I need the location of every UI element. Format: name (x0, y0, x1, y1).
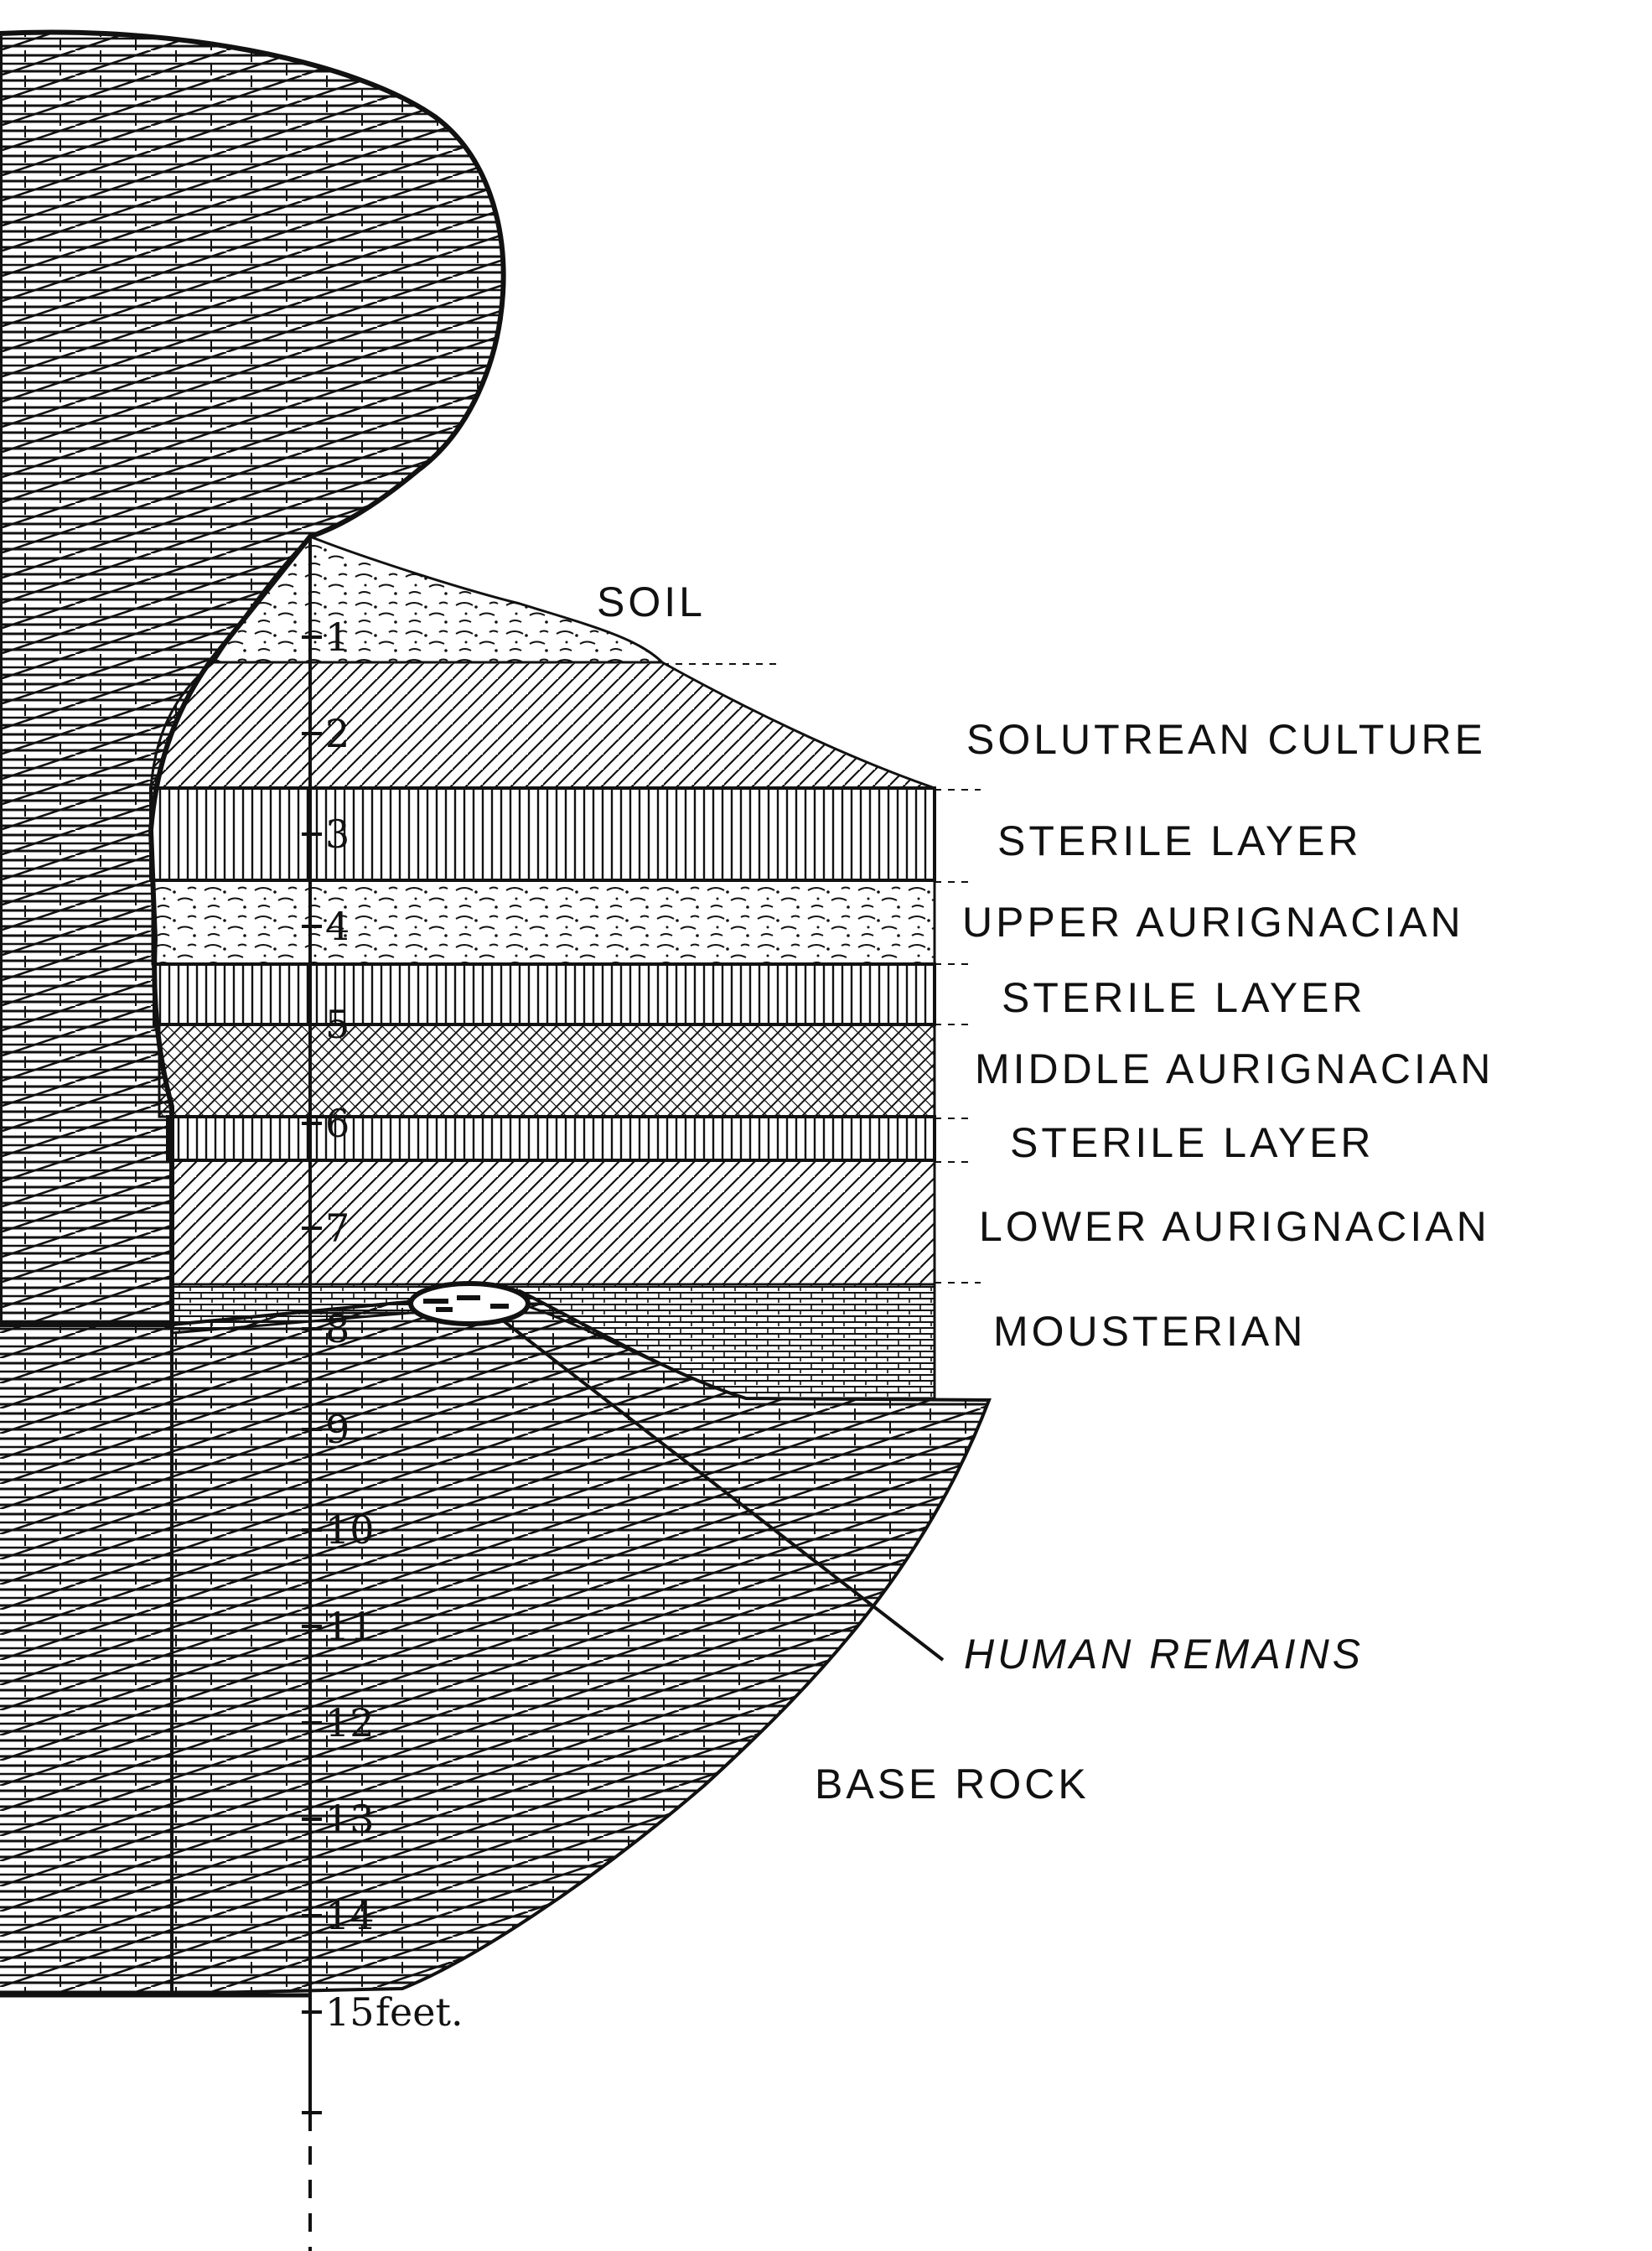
layer-mousterian (170, 1283, 936, 1400)
depth-tick-label: 4 (325, 904, 350, 949)
depth-tick-label: 9 (325, 1407, 350, 1452)
label-sterile-layer-1: STERILE LAYER (997, 817, 1362, 864)
depth-tick-label: 13 (325, 1797, 375, 1842)
depth-tick-label: 8 (325, 1306, 350, 1351)
depth-tick-label: 11 (325, 1604, 375, 1649)
label-middle-aurignacian: MIDDLE AURIGNACIAN (975, 1045, 1494, 1092)
label-human-remains: HUMAN REMAINS (964, 1631, 1364, 1678)
layer-soil (211, 535, 665, 664)
depth-scale-unit: feet. (375, 1989, 463, 2035)
layer-lower-aurignacian (170, 1159, 936, 1286)
depth-tick-label: 6 (325, 1101, 350, 1146)
label-leaders (662, 663, 981, 1284)
label-mousterian: MOUSTERIAN (993, 1308, 1306, 1355)
layer-middle-aurignacian (158, 1023, 936, 1118)
depth-tick-label-last: 15 (325, 1989, 375, 2035)
human-remains-pointer (501, 1319, 945, 1662)
layer-sterile-3 (166, 1115, 936, 1162)
label-lower-aurignacian: LOWER AURIGNACIAN (979, 1203, 1490, 1250)
depth-tick-label: 7 (325, 1206, 350, 1251)
depth-tick-label: 1 (325, 615, 350, 660)
depth-tick-label: 10 (325, 1507, 375, 1553)
layer-upper-aurignacian (151, 879, 936, 966)
label-solutrean-culture: SOLUTREAN CULTURE (966, 716, 1486, 763)
label-base-rock: BASE ROCK (815, 1761, 1090, 1808)
layer-sterile-1 (149, 786, 936, 882)
depth-tick-label: 5 (325, 1002, 350, 1047)
human-remains-bones (423, 1295, 509, 1312)
label-soil: SOIL (597, 578, 706, 625)
human-remains-marker (408, 1281, 531, 1326)
depth-tick-label: 2 (325, 711, 350, 756)
layer-solutrean (149, 661, 935, 790)
label-sterile-layer-3: STERILE LAYER (1010, 1119, 1375, 1166)
label-sterile-layer-2: STERILE LAYER (1002, 974, 1366, 1021)
label-upper-aurignacian: UPPER AURIGNACIAN (962, 899, 1464, 946)
depth-tick-label: 12 (325, 1700, 375, 1745)
depth-tick-label: 14 (325, 1893, 375, 1938)
depth-tick-label: 3 (325, 812, 350, 857)
layer-sterile-2 (153, 962, 936, 1026)
rock-wall-lower (0, 1325, 172, 1995)
